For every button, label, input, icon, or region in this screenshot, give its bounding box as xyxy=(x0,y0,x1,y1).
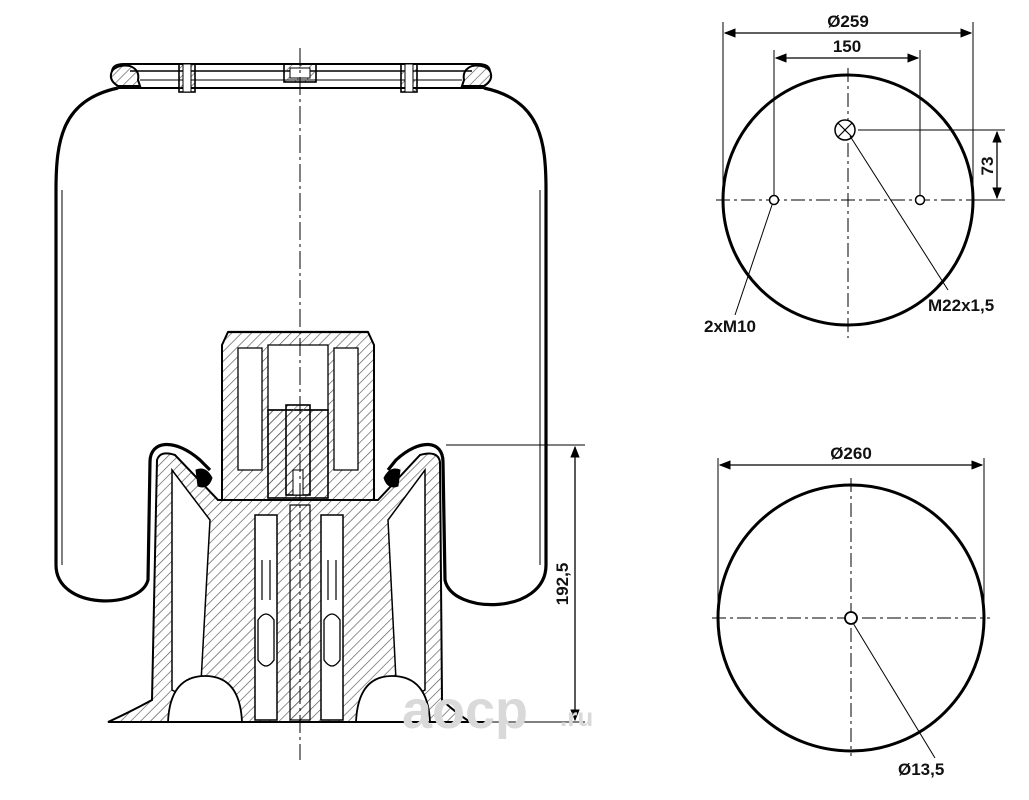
bumper xyxy=(195,330,401,501)
center-hole xyxy=(844,611,858,625)
watermark-suffix: .ru xyxy=(560,702,593,732)
bolt-hole-left xyxy=(768,194,780,206)
height-dimension-label: 192,5 xyxy=(553,563,572,606)
bottom-plate-view xyxy=(712,458,990,759)
height-dimension xyxy=(446,444,585,723)
side-view xyxy=(54,48,585,760)
bellows xyxy=(54,86,548,607)
bolt-label: 2xM10 xyxy=(704,317,756,336)
piston xyxy=(107,452,492,723)
top-plate xyxy=(109,63,493,93)
watermark-logo: aocp .ru xyxy=(402,680,593,740)
bolt-spacing-label: 150 xyxy=(833,37,861,56)
bottom-diameter-label: Ø260 xyxy=(830,444,872,463)
hole-label: Ø13,5 xyxy=(898,760,944,779)
top-plate-view xyxy=(716,22,1005,338)
top-diameter-label: Ø259 xyxy=(827,12,869,31)
bolt-hole-right xyxy=(914,194,926,206)
thread-port-icon xyxy=(834,119,856,141)
offset-label: 73 xyxy=(978,157,997,176)
watermark-brand: aocp xyxy=(402,680,528,740)
thread-label: M22x1,5 xyxy=(928,296,994,315)
